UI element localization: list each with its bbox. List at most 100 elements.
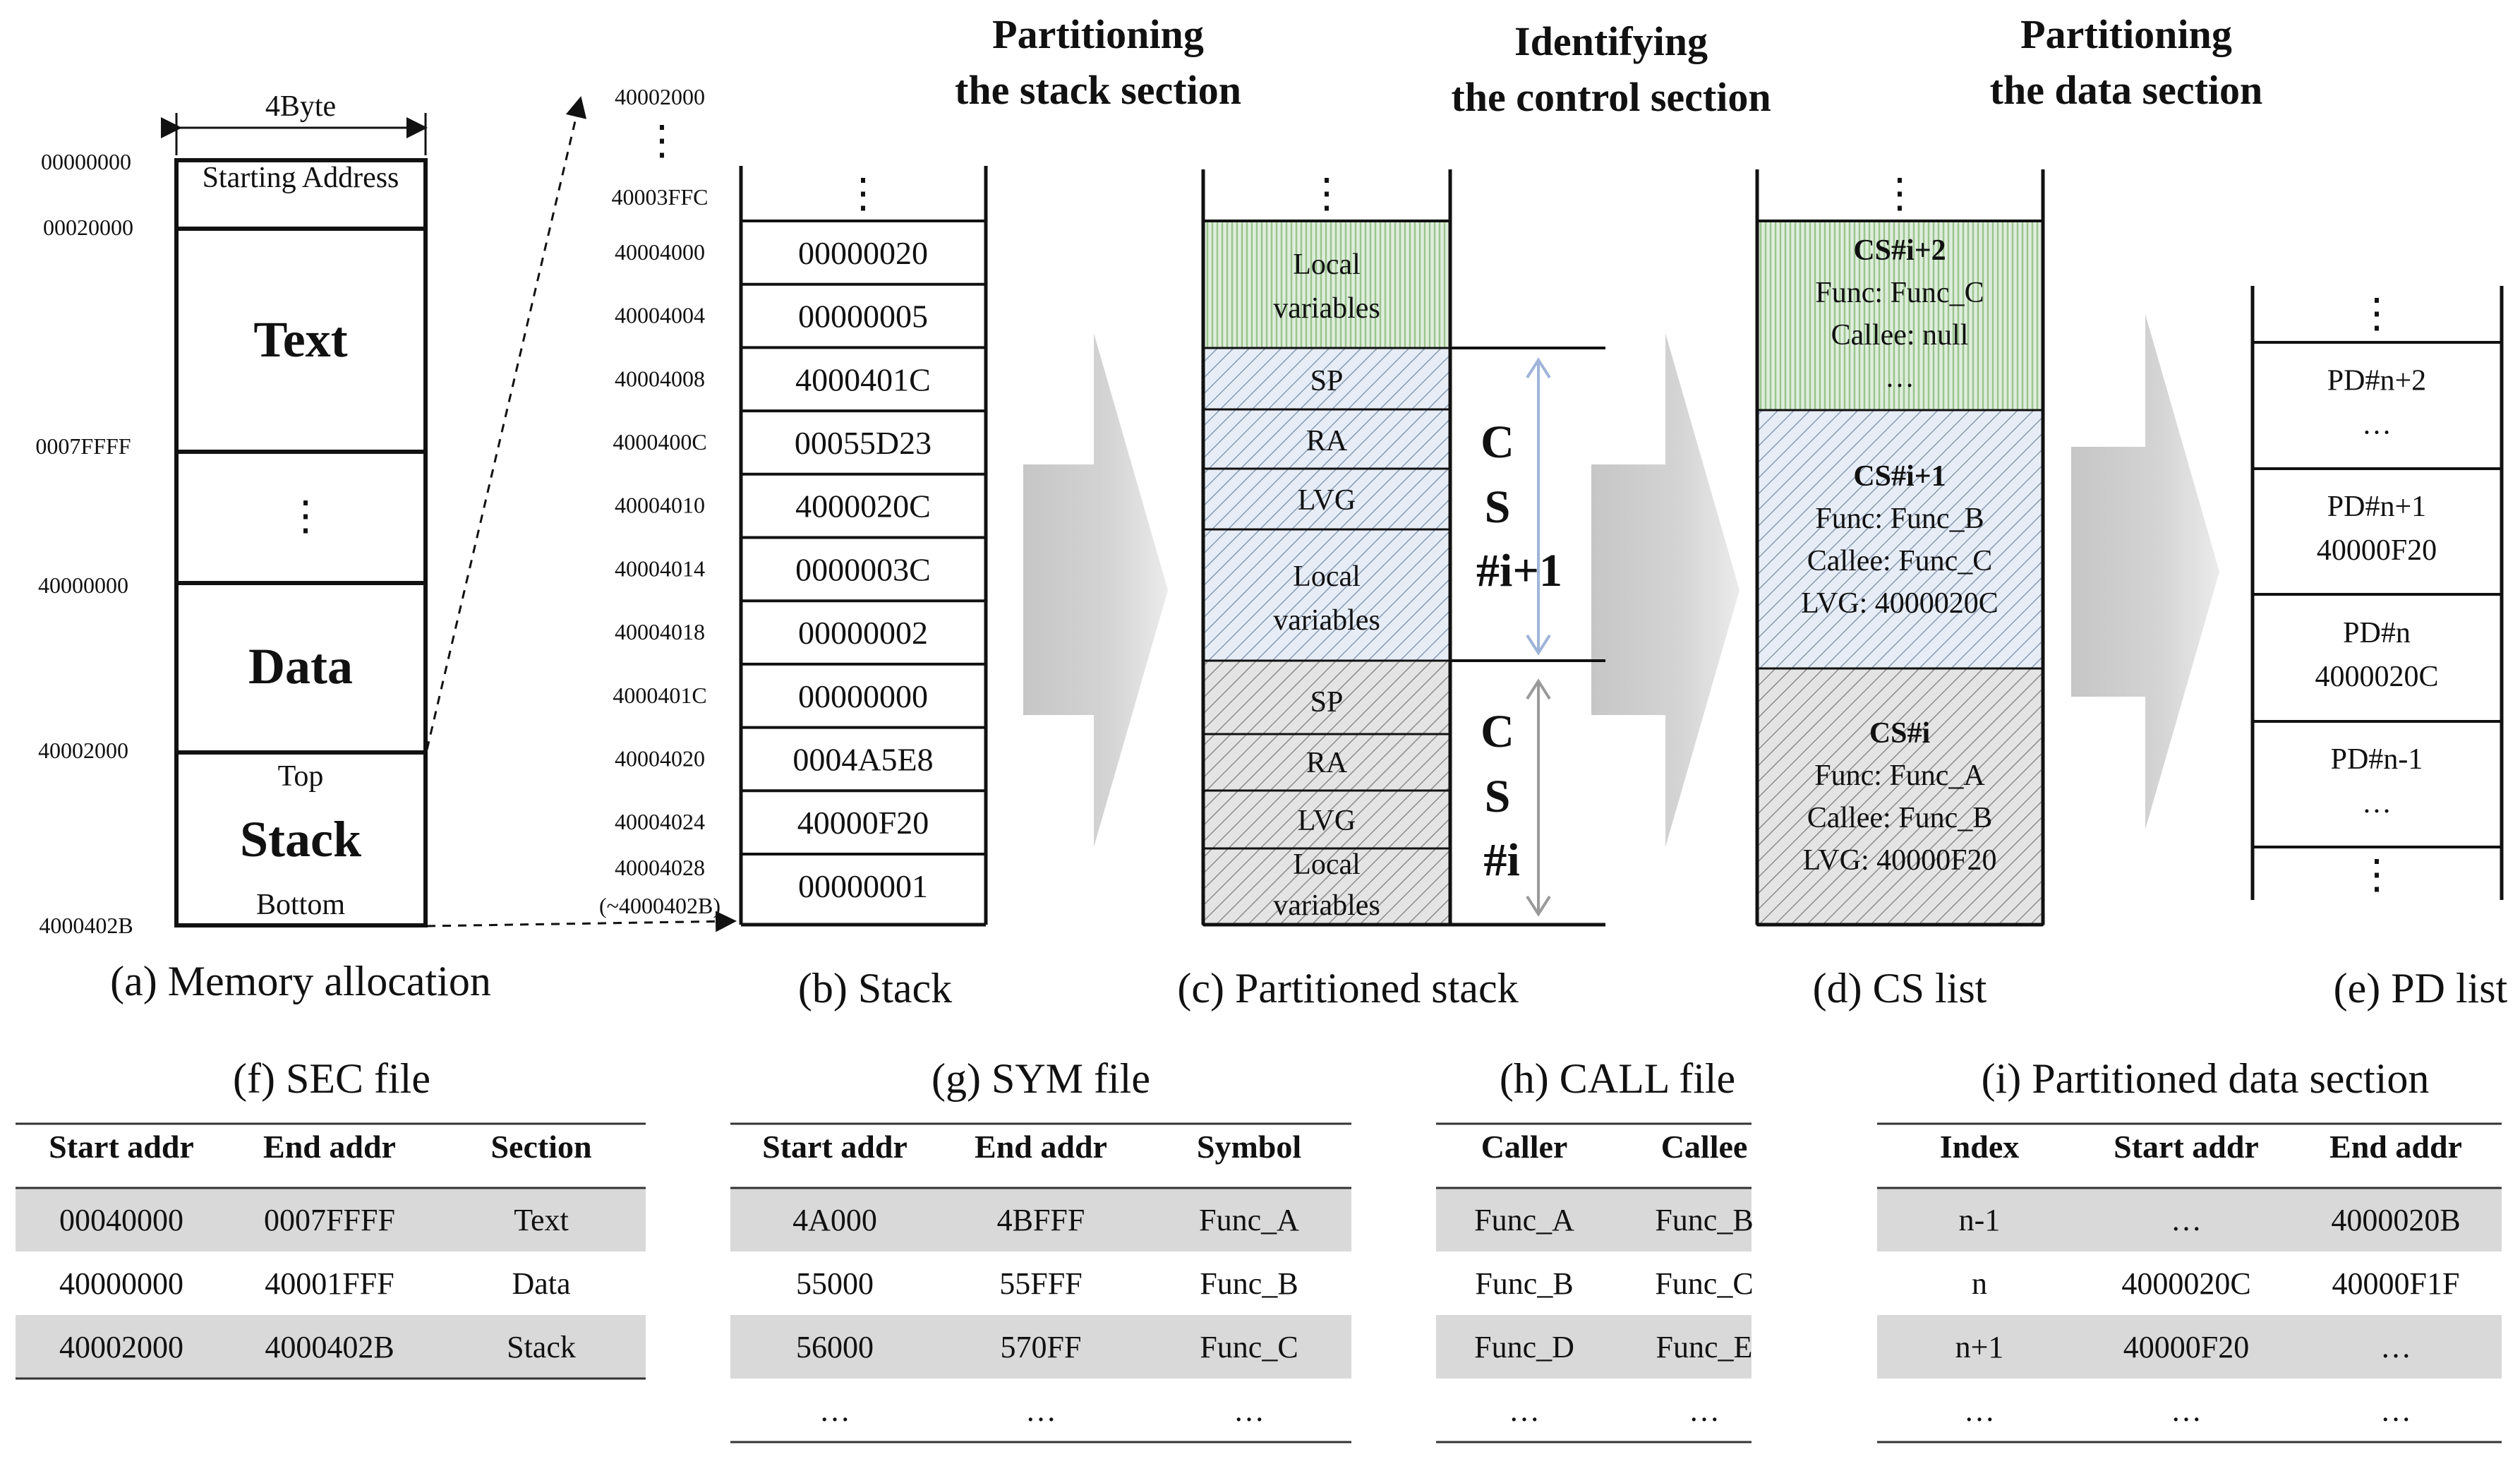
cs-block [1756,667,2044,926]
pd-value: 4000020C [2315,661,2438,693]
cs-line: … [1885,361,1915,394]
table-caption: (i) Partitioned data section [1982,1055,2430,1102]
table-cell: … [2380,1393,2411,1428]
sp-cell [1202,347,1452,411]
zoom-dashed-arrow [426,96,587,750]
table-row: ……… [1964,1393,2411,1428]
table-header: Symbol [1197,1129,1301,1165]
table-cell: Func_B [1475,1266,1573,1301]
table-cell: Func_C [1200,1330,1298,1364]
pd-value: 40000F20 [2317,534,2437,567]
cs-title: CS#i+1 [1853,460,1946,493]
top-label: Top [278,760,324,793]
svg-text:the control section: the control section [1451,74,1771,120]
stack-addr: 4000401C [613,683,706,708]
stack-addr-suffix: (~4000402B) [599,893,721,918]
svg-text:#i: #i [1483,834,1519,886]
stack-top-dots: ⋮ [843,170,884,216]
stack-addr: 40003FFC [612,184,709,210]
lvg-label: LVG [1298,484,1356,517]
pd-label: PD#n+2 [2327,365,2426,397]
bottom-label: Bottom [256,889,345,921]
table-header: Section [490,1129,591,1165]
pd-value: … [2362,409,2392,441]
table-cell: … [2171,1203,2202,1237]
header-control-identification: Identifying the control section [1451,18,1771,120]
stack-value: 00000002 [798,615,928,651]
header-stack-partitioning: Partitioning the stack section [955,11,1241,113]
stack-value: 4000401C [795,361,931,397]
stack-value: 0000003C [795,551,931,587]
stack-addr: 40004028 [615,855,705,880]
table-cell: Func_B [1655,1203,1753,1237]
table-cell: 55000 [796,1266,874,1301]
table-cell: Stack [507,1330,576,1364]
lvg-label: LVG [1298,805,1356,837]
local-variables-block [1202,528,1452,662]
table-cell: 4000020C [2121,1266,2250,1301]
table-cell: 40000F20 [2123,1330,2249,1364]
stack-addr-dots: ⋮ [641,117,682,163]
pd-top-dots: ⋮ [2356,290,2397,336]
row-shade [1877,1315,2502,1379]
table-header: End addr [2329,1129,2462,1165]
row-shade [1436,1315,1752,1379]
pd-value: … [2362,787,2392,819]
table-caption: (h) CALL file [1500,1055,1735,1102]
cs-block [1756,409,2044,670]
mem-addr: 0007FFFF [35,433,131,459]
zoom-dashed-arrow [426,911,737,932]
table-cell: 00040000 [59,1203,183,1237]
ra-label: RA [1306,747,1348,779]
svg-text:Identifying: Identifying [1514,18,1708,64]
table-header: End addr [975,1129,1107,1165]
partitioned-top-dots: ⋮ [1306,170,1347,216]
table-cell: 55FFF [999,1266,1082,1301]
mem-addr: 00020000 [43,215,133,240]
header-data-partitioning: Partitioning the data section [1990,11,2263,113]
partitioned-stack-panel: ⋮ Local variables SP RA LVG Local variab… [1177,169,1605,1011]
table-cell: 570FF [1001,1330,1082,1364]
stack-addr: 40004008 [615,366,705,391]
cs-list-top-dots: ⋮ [1879,170,1920,216]
stack-addr: 40004018 [615,619,705,644]
table-cell: 4A000 [792,1203,877,1237]
cs-title: CS#i [1869,717,1931,750]
svg-text:S: S [1485,481,1511,533]
table-cell: 40001FFF [265,1266,394,1301]
table-cell: Func_D [1474,1330,1574,1364]
data-label: Data [248,638,353,695]
table-cell: 4000020B [2331,1203,2460,1237]
table-cell: n+1 [1955,1330,2004,1364]
svg-text:C: C [1481,416,1514,468]
stack-value: 00055D23 [795,425,932,461]
width-label: 4Byte [265,90,336,123]
text-label: Text [253,311,347,368]
svg-text:the data section: the data section [1990,67,2263,113]
row-shade [730,1188,1351,1251]
local-variables-block [1203,221,1450,348]
pd-bottom-dots: ⋮ [2356,851,2397,897]
ra-cell [1202,408,1452,470]
stack-panel: ⋮ 40002000 ⋮ 40003FFC 000000204000400000… [599,84,988,1011]
svg-text:S: S [1485,771,1511,822]
